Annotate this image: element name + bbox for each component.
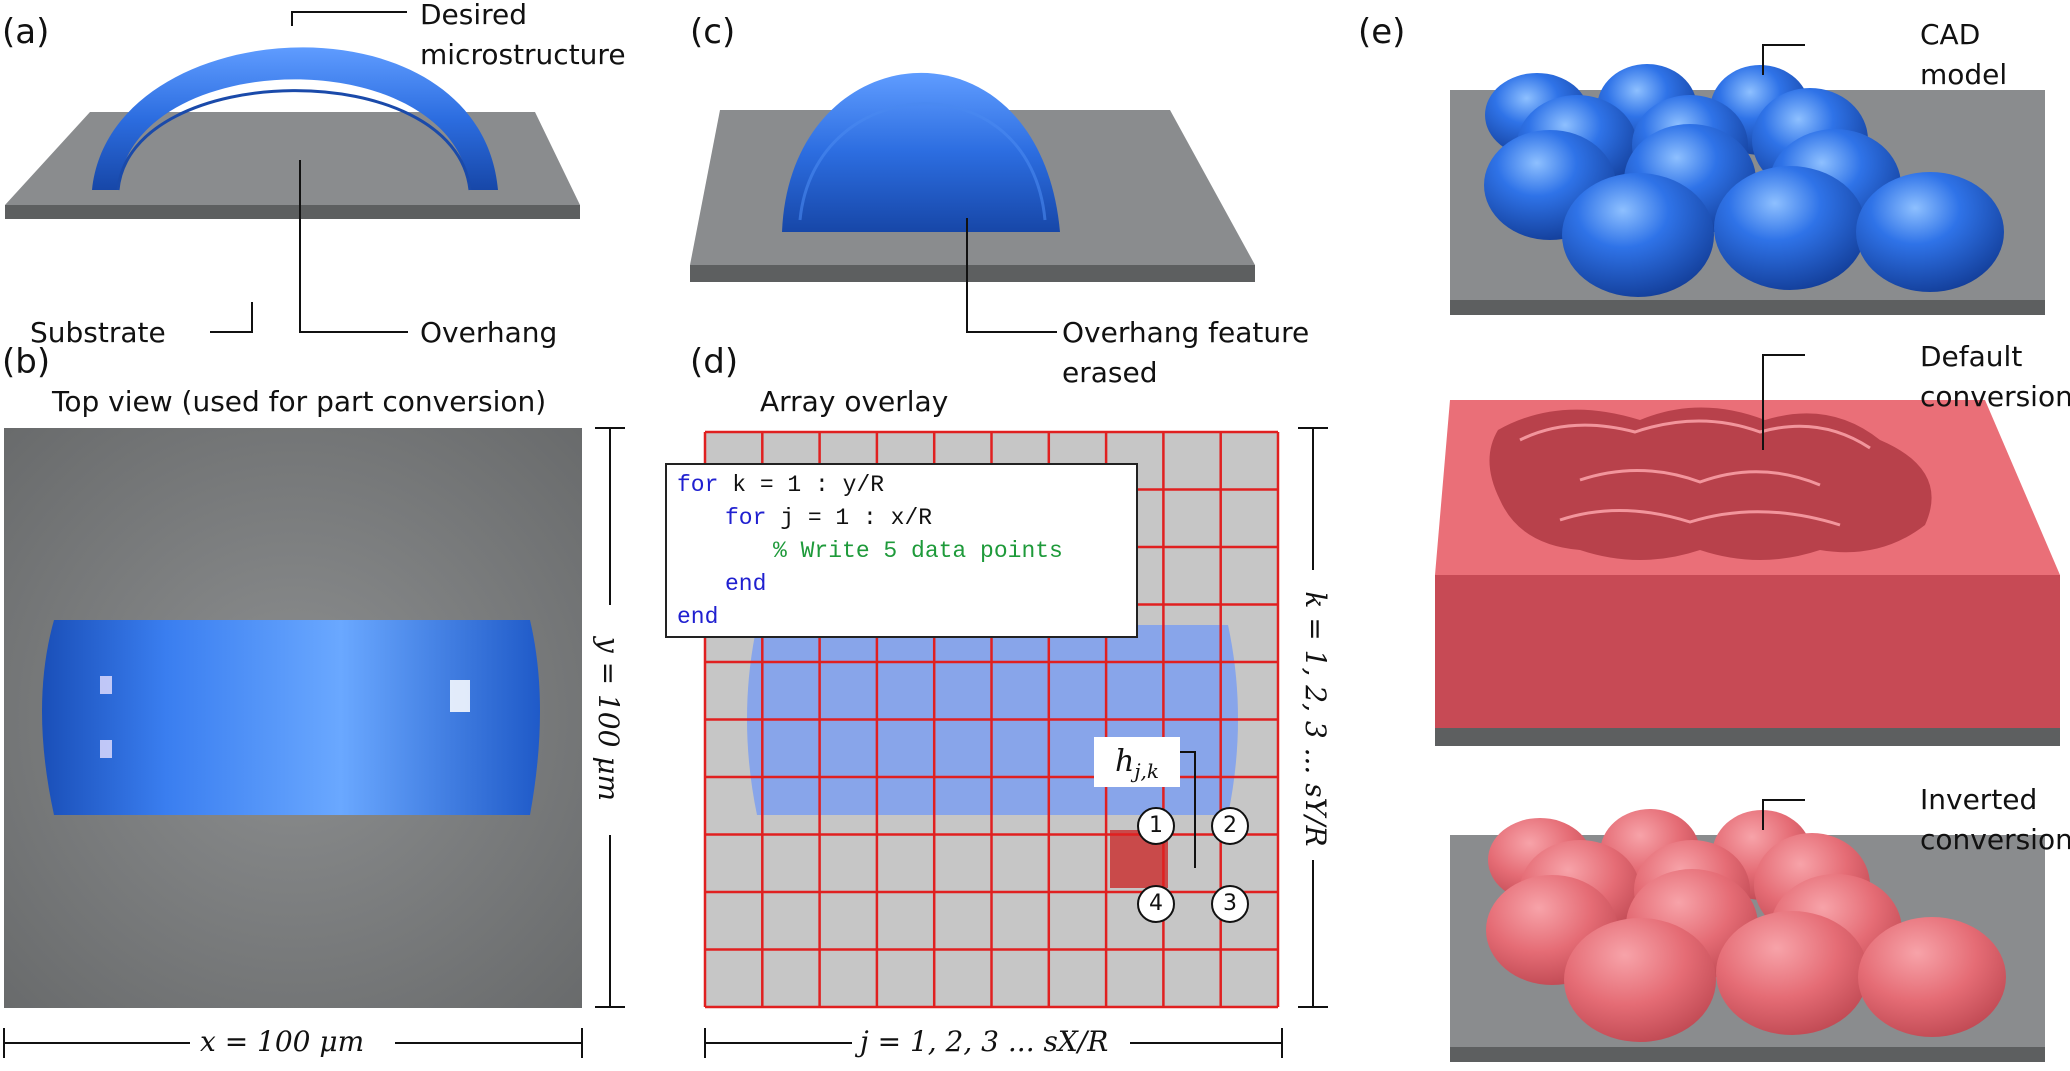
x-dimension-label: x = 100 μm bbox=[200, 1025, 365, 1058]
overhang-label: Overhang bbox=[420, 316, 558, 349]
panel-label-e: (e) bbox=[1358, 12, 1406, 52]
y-dimension-label: y = 100 μm bbox=[592, 636, 625, 802]
code-line-1: for k = 1 : y/R bbox=[677, 472, 885, 498]
node-4: 4 bbox=[1137, 885, 1175, 923]
node-2: 2 bbox=[1211, 807, 1249, 845]
inverted-label-line1: Inverted bbox=[1920, 783, 2038, 816]
node-3: 3 bbox=[1211, 885, 1249, 923]
dimension-lines-d bbox=[704, 427, 1328, 1058]
panel-b-graphic bbox=[4, 428, 582, 1008]
k-axis-label: k = 1, 2, 3 ... sY/R bbox=[1299, 591, 1332, 847]
node-1: 1 bbox=[1137, 807, 1175, 845]
h-jk-label: hj,k bbox=[1094, 737, 1180, 787]
leader-default bbox=[1762, 354, 1805, 450]
panel-label-d: (d) bbox=[690, 342, 739, 382]
cad-label-line1: CAD bbox=[1920, 18, 1981, 51]
code-line-5: end bbox=[677, 604, 719, 630]
code-line-2: for j = 1 : x/R bbox=[725, 505, 933, 531]
cad-model-graphic bbox=[1450, 64, 2045, 315]
leader-c bbox=[966, 218, 1057, 333]
default-label-line1: Default bbox=[1920, 340, 2023, 373]
array-grid bbox=[703, 430, 1280, 1009]
dimension-lines-b bbox=[3, 427, 625, 1058]
default-conversion-graphic bbox=[1435, 400, 2060, 746]
overhang-erased-line2: erased bbox=[1062, 356, 1158, 389]
top-view-label: Top view (used for part conversion) bbox=[52, 385, 547, 418]
leader-inverted bbox=[1762, 799, 1805, 830]
desired-label-line1: Desired bbox=[420, 0, 528, 31]
inverted-conversion-graphic bbox=[1450, 809, 2045, 1062]
cad-label-line2: model bbox=[1920, 58, 2008, 91]
default-label-line2: conversion bbox=[1920, 380, 2070, 413]
code-line-3: % Write 5 data points bbox=[773, 538, 1063, 564]
panel-label-a: (a) bbox=[2, 12, 50, 52]
panel-label-c: (c) bbox=[690, 12, 736, 52]
code-line-4: end bbox=[725, 571, 767, 597]
array-overlay-label: Array overlay bbox=[760, 385, 949, 418]
code-snippet: for k = 1 : y/R for j = 1 : x/R % Write … bbox=[665, 463, 1138, 638]
panel-label-b: (b) bbox=[2, 342, 51, 382]
panel-c-graphic bbox=[690, 72, 1255, 282]
leader-cad bbox=[1762, 44, 1805, 75]
substrate-label: Substrate bbox=[30, 316, 166, 349]
leaders-a bbox=[210, 11, 408, 333]
inverted-label-line2: conversion bbox=[1920, 823, 2070, 856]
panel-a-graphic bbox=[5, 47, 580, 219]
j-axis-label: j = 1, 2, 3 ... sX/R bbox=[860, 1025, 1109, 1058]
desired-label-line2: microstructure bbox=[420, 38, 626, 71]
overhang-erased-line1: Overhang feature bbox=[1062, 316, 1310, 349]
